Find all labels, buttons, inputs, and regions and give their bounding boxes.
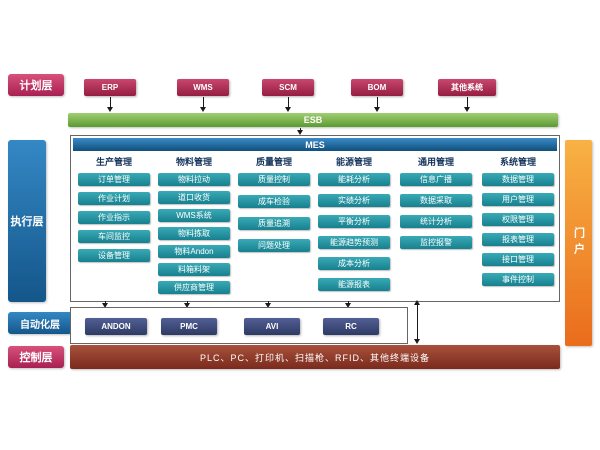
- arrow-erp-esb-head: [107, 107, 113, 112]
- planning-system-erp: ERP: [84, 79, 136, 96]
- mes-container: MES 生产管理 订单管理 作业计划 作业指示 车间监控 设备管理 物料管理 物…: [70, 135, 560, 302]
- module-box: 质量控制: [238, 173, 310, 186]
- module-box: 物料拉动: [158, 173, 230, 186]
- mes-header: MES: [73, 138, 557, 151]
- arrow-mes-control-up-head: [414, 300, 420, 305]
- module-box: 订单管理: [78, 173, 150, 186]
- column-title-production: 生产管理: [95, 157, 132, 167]
- module-box: 能源报表: [318, 278, 390, 291]
- module-box: 数据管理: [482, 173, 554, 186]
- arrow-mes-control-down-head: [414, 339, 420, 344]
- module-box: 物料拣取: [158, 227, 230, 240]
- module-box: 物料Andon: [158, 245, 230, 258]
- arrow-mes-avi-head: [265, 303, 271, 308]
- esb-bar: ESB: [68, 113, 558, 127]
- automation-layer-label: 自动化层: [8, 312, 72, 334]
- module-box: 作业指示: [78, 211, 150, 224]
- module-box: 接口管理: [482, 253, 554, 266]
- control-layer-label: 控制层: [8, 346, 64, 368]
- module-box: 数据采取: [400, 194, 472, 207]
- module-box: 权限管理: [482, 213, 554, 226]
- module-box: 报表管理: [482, 233, 554, 246]
- module-box: 统计分析: [400, 215, 472, 228]
- module-box: 作业计划: [78, 192, 150, 205]
- arrow-mes-pmc-head: [184, 303, 190, 308]
- arrow-scm-esb-line: [288, 97, 289, 108]
- mes-column-general: 通用管理 信息广播 数据采取 统计分析 监控报警: [397, 155, 475, 249]
- control-devices-bar: PLC、PC、打印机、扫描枪、RFID、其他终端设备: [70, 345, 560, 369]
- module-box: 成车检验: [238, 195, 310, 208]
- arrow-other-esb-head: [464, 107, 470, 112]
- arrow-mes-control-line: [417, 304, 418, 340]
- planning-system-scm: SCM: [262, 79, 314, 96]
- column-title-quality: 质量管理: [255, 157, 292, 167]
- arrow-mes-andon-head: [102, 303, 108, 308]
- mes-column-energy: 能源管理 能耗分析 实绩分析 平衡分析 能源趋势预测 成本分析 能源报表: [315, 155, 393, 291]
- arrow-esb-mes-head: [297, 130, 303, 135]
- module-box: 监控报警: [400, 236, 472, 249]
- automation-box-andon: ANDON: [85, 318, 147, 335]
- module-box: 供应商管理: [158, 281, 230, 294]
- module-box: 信息广播: [400, 173, 472, 186]
- planning-system-other: 其他系统: [438, 79, 496, 96]
- arrow-bom-esb-line: [377, 97, 378, 108]
- module-box: 实绩分析: [318, 194, 390, 207]
- arrow-mes-rc-head: [345, 303, 351, 308]
- portal-bar: 门户: [565, 140, 592, 346]
- automation-container: ANDON PMC AVI RC: [70, 307, 408, 344]
- arrow-erp-esb-line: [110, 97, 111, 108]
- arrow-bom-esb-head: [374, 107, 380, 112]
- automation-box-avi: AVI: [244, 318, 300, 335]
- planning-layer-label: 计划层: [8, 74, 64, 96]
- module-box: 问题处理: [238, 239, 310, 252]
- planning-system-bom: BOM: [351, 79, 403, 96]
- module-box: 平衡分析: [318, 215, 390, 228]
- module-box: WMS系统: [158, 209, 230, 222]
- module-box: 能源趋势预测: [318, 236, 390, 249]
- column-title-energy: 能源管理: [335, 157, 372, 167]
- arrow-wms-esb-head: [200, 107, 206, 112]
- arrow-wms-esb-line: [203, 97, 204, 108]
- mes-column-system: 系统管理 数据管理 用户管理 权限管理 报表管理 接口管理 事件控制: [479, 155, 557, 286]
- mes-column-material: 物料管理 物料拉动 道口收货 WMS系统 物料拣取 物料Andon 料箱料架 供…: [155, 155, 233, 294]
- automation-box-pmc: PMC: [161, 318, 217, 335]
- module-box: 事件控制: [482, 273, 554, 286]
- arrow-other-esb-line: [467, 97, 468, 108]
- column-title-system: 系统管理: [499, 157, 536, 167]
- arrow-scm-esb-head: [285, 107, 291, 112]
- module-box: 能耗分析: [318, 173, 390, 186]
- module-box: 用户管理: [482, 193, 554, 206]
- execution-layer-label: 执行层: [8, 140, 46, 302]
- mes-column-production: 生产管理 订单管理 作业计划 作业指示 车间监控 设备管理: [75, 155, 153, 262]
- automation-box-rc: RC: [323, 318, 379, 335]
- module-box: 质量追溯: [238, 217, 310, 230]
- module-box: 道口收货: [158, 191, 230, 204]
- module-box: 车间监控: [78, 230, 150, 243]
- column-title-general: 通用管理: [417, 157, 454, 167]
- module-box: 成本分析: [318, 257, 390, 270]
- mes-column-quality: 质量管理 质量控制 成车检验 质量追溯 问题处理: [235, 155, 313, 252]
- column-title-material: 物料管理: [175, 157, 212, 167]
- module-box: 设备管理: [78, 249, 150, 262]
- planning-system-wms: WMS: [177, 79, 229, 96]
- module-box: 料箱料架: [158, 263, 230, 276]
